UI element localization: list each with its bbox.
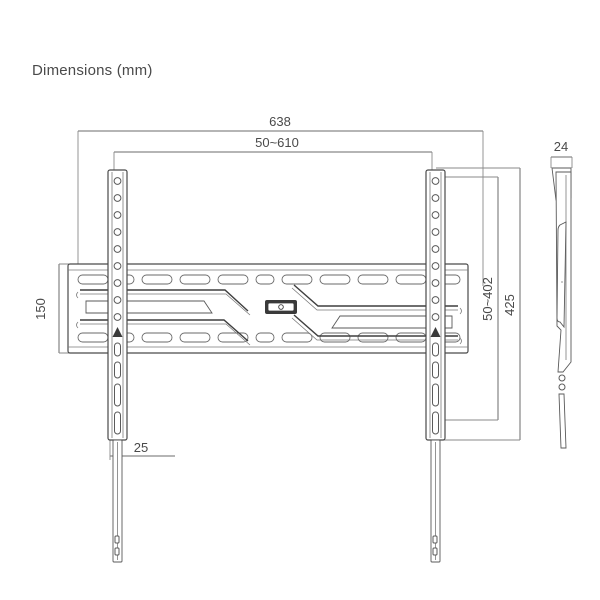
left-lower-strap bbox=[112, 439, 123, 563]
left-recess-panel bbox=[85, 300, 213, 314]
right-rail-holes bbox=[431, 177, 440, 321]
horizontal-rail bbox=[67, 263, 469, 354]
dimension-label-50-402: 50~402 bbox=[480, 277, 495, 321]
dimension-depth: 24 bbox=[550, 139, 573, 168]
dimension-mounting-height-range: 50~402 bbox=[436, 176, 499, 421]
dimension-label-25: 25 bbox=[134, 440, 148, 455]
dimension-label-24: 24 bbox=[554, 139, 568, 154]
left-rail-holes bbox=[113, 177, 122, 321]
side-view bbox=[551, 167, 572, 449]
dimension-mounting-width-range: 50~610 bbox=[113, 135, 433, 176]
dimension-label-638: 638 bbox=[269, 114, 291, 129]
right-rail-slots bbox=[432, 342, 439, 435]
dimension-label-150: 150 bbox=[33, 298, 48, 320]
left-vertical-rail bbox=[107, 169, 128, 441]
bubble-level bbox=[265, 300, 297, 314]
right-lower-channel bbox=[291, 314, 462, 345]
dimension-overall-height: 425 bbox=[436, 167, 521, 441]
page-title: Dimensions (mm) bbox=[32, 62, 153, 79]
left-upper-channel bbox=[76, 289, 251, 316]
right-upper-channel bbox=[291, 284, 462, 315]
right-lower-strap bbox=[430, 439, 441, 563]
left-rail-slots bbox=[114, 342, 121, 435]
left-lower-channel bbox=[76, 319, 251, 346]
right-vertical-rail bbox=[425, 169, 446, 441]
front-view bbox=[67, 169, 469, 563]
alignment-triangle-marker bbox=[112, 327, 123, 337]
dimension-label-50-610: 50~610 bbox=[255, 135, 299, 150]
right-recess-panel bbox=[331, 315, 453, 329]
dimension-overall-width: 638 bbox=[77, 114, 484, 286]
right-alignment-triangle-marker bbox=[430, 327, 441, 337]
dimension-label-425: 425 bbox=[502, 294, 517, 316]
